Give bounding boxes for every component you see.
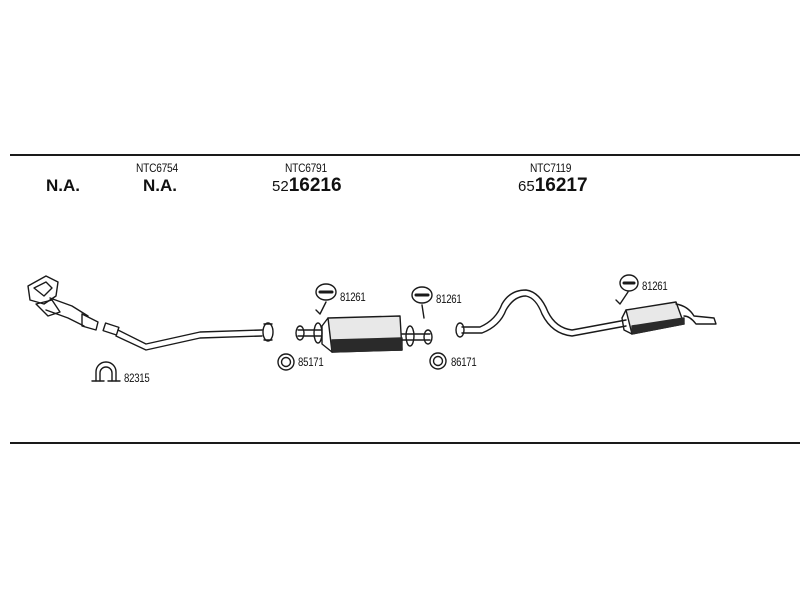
clamp-part-number: 82315	[124, 371, 150, 385]
ring-mid-part-number: 86171	[451, 355, 477, 369]
ring-front-part-number: 85171	[298, 355, 324, 369]
column-2-oe-number: NTC6754	[136, 161, 178, 175]
sealing-ring-icon	[277, 353, 295, 371]
front-pipe-part	[102, 322, 274, 351]
column-4-oe-number: NTC7119	[530, 161, 572, 175]
column-3-prefix: 52	[272, 178, 289, 195]
column-1-code: N.A.	[46, 176, 80, 195]
sealing-ring-icon	[429, 352, 447, 370]
hanger-3-part-number: 81261	[642, 279, 668, 293]
bottom-divider	[10, 442, 800, 444]
rubber-hanger-icon	[615, 274, 639, 305]
rubber-hanger-icon	[315, 283, 337, 315]
hanger-1-part-number: 81261	[340, 290, 366, 304]
centre-silencer-part	[295, 315, 433, 353]
rubber-hanger-icon	[411, 286, 433, 319]
top-divider	[10, 154, 800, 156]
clamp-icon	[91, 361, 121, 382]
column-4-part-number: 6516217	[518, 176, 588, 195]
column-3-oe-number: NTC6791	[285, 161, 327, 175]
column-3-number: 16216	[288, 175, 342, 196]
column-4-prefix: 65	[518, 178, 535, 195]
column-4-number: 16217	[534, 175, 588, 196]
front-downpipe-part	[27, 275, 99, 331]
rear-silencer-part	[455, 289, 717, 338]
column-3-part-number: 5216216	[272, 176, 342, 195]
column-2-code: N.A.	[143, 176, 177, 195]
hanger-2-part-number: 81261	[436, 292, 462, 306]
